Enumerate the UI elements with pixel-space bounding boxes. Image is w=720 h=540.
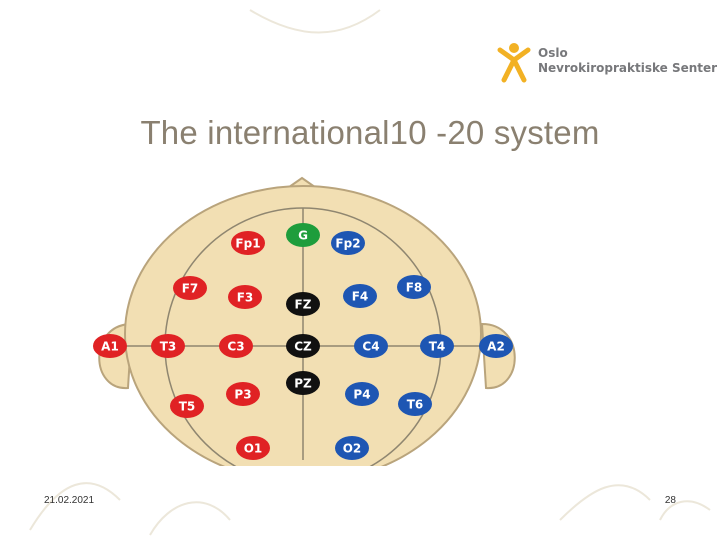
- electrode-label: C4: [362, 340, 379, 354]
- electrode-fp1: Fp1: [231, 231, 265, 255]
- electrode-label: C3: [227, 340, 244, 354]
- electrode-marker: [286, 223, 320, 247]
- electrode-label: F4: [352, 290, 369, 304]
- electrode-fp2: Fp2: [331, 231, 365, 255]
- electrode-marker: [226, 382, 260, 406]
- electrode-pz: PZ: [286, 371, 320, 395]
- electrode-label: F7: [182, 282, 199, 296]
- electrode-label: T6: [407, 398, 424, 412]
- electrode-label: F8: [406, 281, 423, 295]
- electrode-a1: A1: [93, 334, 127, 358]
- electrode-marker: [231, 231, 265, 255]
- electrode-t5: T5: [170, 394, 204, 418]
- electrode-marker: [228, 285, 262, 309]
- electrode-marker: [219, 334, 253, 358]
- electrode-marker: [286, 334, 320, 358]
- electrode-fz: FZ: [286, 292, 320, 316]
- electrode-marker: [151, 334, 185, 358]
- electrode-o2: O2: [335, 436, 369, 460]
- electrode-t3: T3: [151, 334, 185, 358]
- slide-date: 21.02.2021: [44, 495, 95, 506]
- electrode-o1: O1: [236, 436, 270, 460]
- electrode-label: F3: [237, 291, 254, 305]
- electrode-f7: F7: [173, 276, 207, 300]
- electrode-c4: C4: [354, 334, 388, 358]
- electrode-marker: [335, 436, 369, 460]
- electrode-label: Fp2: [335, 237, 360, 251]
- electrode-marker: [93, 334, 127, 358]
- electrode-marker: [170, 394, 204, 418]
- electrode-t4: T4: [420, 334, 454, 358]
- electrode-marker: [420, 334, 454, 358]
- slide-title: The international10 -20 system: [140, 114, 600, 151]
- electrode-label: O1: [244, 442, 263, 456]
- electrode-label: A1: [101, 340, 119, 354]
- electrode-t6: T6: [398, 392, 432, 416]
- logo-line-2: Nevrokiropraktiske Senter: [538, 61, 718, 75]
- electrode-g: G: [286, 223, 320, 247]
- electrode-marker: [479, 334, 513, 358]
- electrode-label: T5: [179, 400, 196, 414]
- electrode-label: G: [298, 229, 308, 243]
- electrode-marker: [343, 284, 377, 308]
- electrode-marker: [354, 334, 388, 358]
- electrode-label: Fp1: [235, 237, 260, 251]
- electrode-marker: [286, 371, 320, 395]
- electrode-f3: F3: [228, 285, 262, 309]
- electrode-marker: [236, 436, 270, 460]
- brand-logo: Oslo Nevrokiropraktiske Senter: [494, 40, 717, 84]
- electrode-p3: P3: [226, 382, 260, 406]
- logo-line-1: Oslo: [538, 46, 568, 60]
- electrode-p4: P4: [345, 382, 379, 406]
- electrode-c3: C3: [219, 334, 253, 358]
- electrode-marker: [173, 276, 207, 300]
- electrode-cz: CZ: [286, 334, 320, 358]
- electrode-marker: [345, 382, 379, 406]
- electrode-label: T3: [160, 340, 177, 354]
- electrode-label: A2: [487, 340, 505, 354]
- electrode-marker: [398, 392, 432, 416]
- electrode-marker: [331, 231, 365, 255]
- electrode-marker: [397, 275, 431, 299]
- electrode-label: CZ: [294, 340, 312, 354]
- electrode-label: P4: [353, 388, 370, 402]
- electrode-label: T4: [429, 340, 446, 354]
- electrode-label: PZ: [294, 377, 312, 391]
- electrode-marker: [286, 292, 320, 316]
- electrode-a2: A2: [479, 334, 513, 358]
- electrode-f4: F4: [343, 284, 377, 308]
- slide-page-number: 28: [664, 495, 676, 506]
- stick-figure-icon: [497, 43, 531, 83]
- electrode-label: FZ: [295, 298, 312, 312]
- electrode-f8: F8: [397, 275, 431, 299]
- electrode-label: O2: [343, 442, 362, 456]
- electrode-label: P3: [234, 388, 251, 402]
